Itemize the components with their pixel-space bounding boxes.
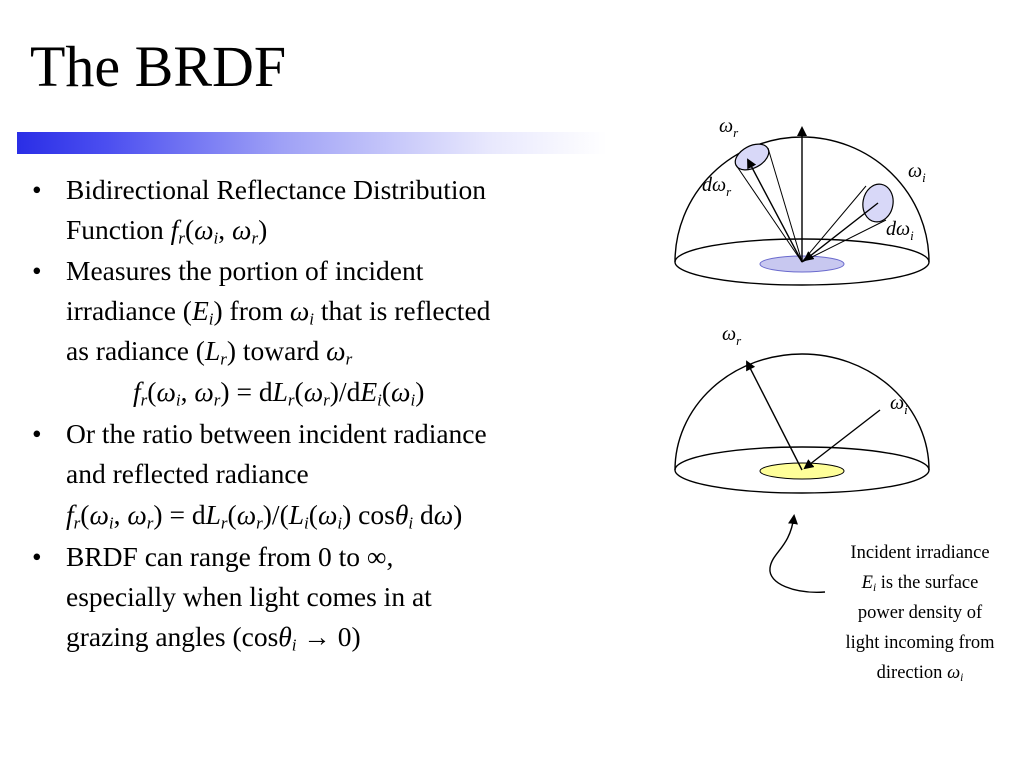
bottom-hemisphere-diagram: ωr ωi xyxy=(674,323,930,494)
bullet-4-line-3: grazing angles (cosθi → 0) xyxy=(66,621,361,655)
label-omega-r-top: ωr xyxy=(719,115,739,140)
title-underline-bar xyxy=(17,132,607,154)
incident-arrow-bottom xyxy=(803,409,881,470)
bullet-2-line-2: irradiance (Ei) from ωi that is reflecte… xyxy=(66,295,491,329)
label-omega-i-bottom: ωi xyxy=(890,392,908,417)
bullet-list: Bidirectional Reflectance Distribution F… xyxy=(28,170,603,658)
label-d-omega-r: dωr xyxy=(702,174,732,199)
label-d-omega-i: dωi xyxy=(886,218,914,243)
irradiance-caption: Incident irradiance Ei is the surface po… xyxy=(818,538,1022,688)
formula-brdf-irradiance: fr(ωi, ωr) = dLr(ωr)/dEi(ωi) xyxy=(133,376,425,410)
bottom-hemisphere-dome xyxy=(674,353,930,471)
cone-line-i-1 xyxy=(801,185,867,263)
label-omega-i-top: ωi xyxy=(908,160,926,185)
reflected-arrow-bottom xyxy=(746,360,803,471)
bullet-3-line-2: and reflected radiance xyxy=(66,458,309,489)
bullet-4-line-1: BRDF can range from 0 to ∞, xyxy=(66,541,394,572)
bullet-2-line-1: Measures the portion of incident xyxy=(66,255,424,286)
bullet-item-definition: Bidirectional Reflectance Distribution F… xyxy=(28,170,603,250)
caption-line-5: direction ωi xyxy=(876,663,964,684)
bullet-1-line-1: Bidirectional Reflectance Distribution xyxy=(66,174,487,205)
formula-brdf-radiance: fr(ωi, ωr) = dLr(ωr)/(Li(ωi) cosθi dω) xyxy=(66,499,463,533)
caption-line-3: power density of xyxy=(857,603,983,623)
bottom-hemisphere-base xyxy=(674,446,930,494)
cone-line-i-2 xyxy=(801,219,887,263)
bullet-4-line-2: especially when light comes in at xyxy=(66,581,432,612)
caption-pointer-arrow xyxy=(769,514,826,593)
cone-line-r-2 xyxy=(767,147,803,263)
bullet-3-line-1: Or the ratio between incident radiance xyxy=(66,418,487,449)
caption-line-2: Ei is the surface xyxy=(861,573,979,594)
cone-line-r-1 xyxy=(735,164,803,263)
caption-line-1: Incident irradiance xyxy=(850,543,990,563)
solid-angle-patch-r xyxy=(734,143,770,171)
slide-title: The BRDF xyxy=(30,34,287,99)
bullet-2-line-3: as radiance (Lr) toward ωr xyxy=(66,335,353,369)
reflected-arrow xyxy=(747,158,803,263)
label-omega-r-bottom: ωr xyxy=(722,323,742,348)
bullet-item-measures: Measures the portion of incident irradia… xyxy=(28,251,603,371)
irradiance-patch xyxy=(759,462,845,480)
bullet-1-line-2: Function fr(ωi, ωr) xyxy=(66,214,268,248)
bullet-item-range: BRDF can range from 0 to ∞, especially w… xyxy=(28,537,603,657)
top-hemisphere-diagram: ωr dωr ωi dωi xyxy=(674,115,930,286)
caption-line-4: light incoming from xyxy=(845,633,995,653)
bullet-item-ratio: Or the ratio between incident radiance a… xyxy=(28,414,603,494)
incident-arrow xyxy=(803,202,879,262)
